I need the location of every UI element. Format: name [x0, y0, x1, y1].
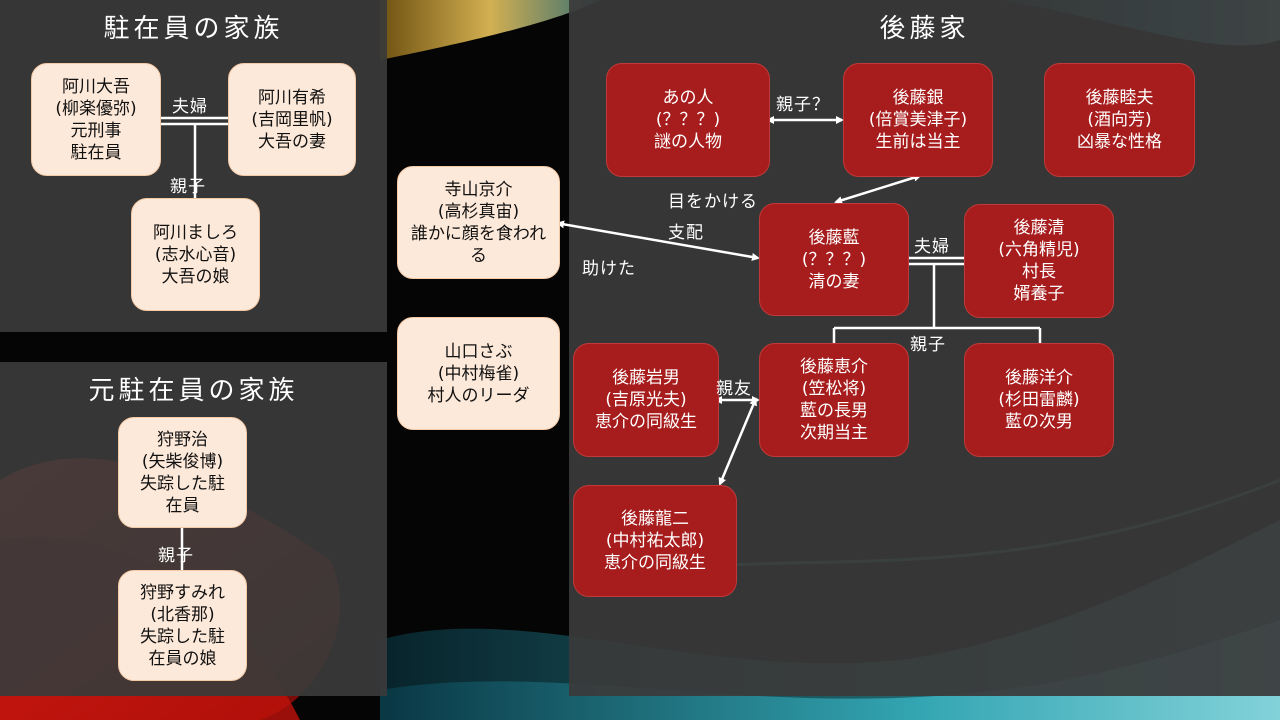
resident-family-title: 駐在員の家族 [103, 14, 284, 44]
name: 後藤恵介 [800, 357, 868, 377]
actor: (酒向芳) [1087, 110, 1152, 130]
role: 失踪した駐 [140, 626, 225, 647]
actor: (矢柴俊博) [141, 451, 224, 472]
label-best-friends: 親友 [716, 379, 752, 399]
node-karino-sumire: 狩野すみれ (北香那) 失踪した駐 在員の娘 [118, 570, 247, 681]
role: 元刑事 [70, 120, 122, 141]
label-parent-child-uncertain: 親子？ [776, 95, 830, 115]
name: 阿川有希 [258, 87, 326, 108]
name: 山口さぶ [444, 341, 513, 362]
node-goto-kiyoshi: 後藤清 (六角精児) 村長 婿養子 [964, 204, 1114, 318]
actor: (？？？) [801, 249, 867, 270]
label-parent-child-karino: 親子 [158, 546, 194, 566]
actor: (北香那) [150, 604, 215, 625]
role-2: 婿養子 [1013, 284, 1065, 304]
role-2: 駐在員 [70, 142, 122, 163]
actor: (中村梅雀) [437, 363, 520, 384]
actor: (六角精児) [998, 240, 1080, 260]
role: 村人のリーダ [427, 385, 530, 406]
node-goto-ai: 後藤藍 (？？？) 清の妻 [759, 203, 909, 316]
arrow-keisuke-ryuji [718, 397, 757, 486]
node-goto-mutsuo: 後藤睦夫 (酒向芳) 凶暴な性格 [1044, 63, 1195, 177]
actor: (杉田雷麟) [998, 390, 1080, 410]
label-controls: 支配 [668, 223, 704, 243]
name: 後藤洋介 [1005, 368, 1073, 388]
arrow-gin-ai [834, 173, 922, 205]
name: 後藤睦夫 [1085, 88, 1154, 108]
node-goto-keisuke: 後藤恵介 (笠松将) 藍の長男 次期当主 [759, 343, 909, 457]
role-2: 在員の娘 [148, 648, 217, 669]
name: 阿川大吾 [62, 76, 130, 97]
node-agawa-yuki: 阿川有希 (吉岡里帆) 大吾の妻 [228, 63, 356, 176]
role: 謎の人物 [654, 132, 722, 152]
node-goto-ryuji: 後藤龍二 (中村祐太郎) 恵介の同級生 [573, 485, 737, 597]
role: 大吾の妻 [258, 131, 326, 152]
role-2: 在員 [165, 495, 200, 516]
goto-family-title: 後藤家 [879, 14, 970, 44]
name: 後藤藍 [808, 227, 860, 248]
role: 恵介の同級生 [604, 553, 706, 573]
former-resident-family-title: 元駐在員の家族 [88, 376, 299, 406]
node-ano-hito: あの人 (？？？) 謎の人物 [606, 63, 770, 177]
label-married-goto: 夫婦 [914, 237, 950, 257]
role: 恵介の同級生 [595, 412, 697, 432]
node-agawa-mashiro: 阿川ましろ (志水心音) 大吾の娘 [131, 198, 260, 311]
label-married-agawa: 夫婦 [172, 97, 208, 117]
role: 凶暴な性格 [1077, 132, 1162, 152]
actor: (倍賞美津子) [868, 110, 968, 130]
actor: (笠松将) [801, 379, 867, 399]
actor: (吉岡里帆) [251, 109, 333, 130]
name: 阿川ましろ [153, 222, 238, 243]
role: 大吾の娘 [161, 266, 230, 287]
name: あの人 [662, 88, 714, 108]
label-helped: 助けた [582, 259, 636, 279]
actor: (志水心音) [154, 244, 237, 265]
name: 狩野治 [157, 429, 208, 450]
label-favors: 目をかける [668, 192, 758, 212]
node-goto-iwao: 後藤岩男 (吉原光夫) 恵介の同級生 [573, 343, 719, 457]
label-parent-child-goto: 親子 [910, 335, 946, 355]
node-karino-osamu: 狩野治 (矢柴俊博) 失踪した駐 在員 [118, 417, 247, 528]
actor: (高杉真宙) [437, 201, 520, 222]
role: 誰かに顔を食われ [410, 223, 547, 244]
name: 後藤清 [1013, 218, 1065, 238]
actor: (？？？) [655, 110, 721, 130]
node-terayama: 寺山京介 (高杉真宙) 誰かに顔を食われ る [397, 166, 560, 279]
arrow-terayama-ai [556, 220, 760, 261]
name: 寺山京介 [444, 179, 513, 200]
label-parent-child-agawa: 親子 [170, 177, 206, 197]
actor: (中村祐太郎) [605, 531, 705, 551]
name: 後藤銀 [892, 88, 944, 108]
node-goto-gin: 後藤銀 (倍賞美津子) 生前は当主 [843, 63, 993, 177]
role-2: 次期当主 [800, 423, 868, 443]
role: 生前は当主 [875, 132, 961, 152]
actor: (柳楽優弥) [55, 98, 137, 119]
node-goto-yosuke: 後藤洋介 (杉田雷麟) 藍の次男 [964, 343, 1114, 457]
role: 村長 [1022, 262, 1056, 282]
actor: (吉原光夫) [605, 390, 687, 410]
name: 狩野すみれ [140, 582, 225, 603]
name: 後藤龍二 [621, 509, 689, 529]
node-yamaguchi: 山口さぶ (中村梅雀) 村人のリーダ [397, 317, 560, 430]
role-2: る [470, 245, 487, 266]
role: 藍の次男 [1005, 412, 1073, 432]
role: 清の妻 [808, 271, 860, 292]
role: 失踪した駐 [140, 473, 225, 494]
name: 後藤岩男 [612, 368, 680, 388]
node-agawa-daigo: 阿川大吾 (柳楽優弥) 元刑事 駐在員 [31, 63, 161, 176]
role: 藍の長男 [800, 401, 868, 421]
